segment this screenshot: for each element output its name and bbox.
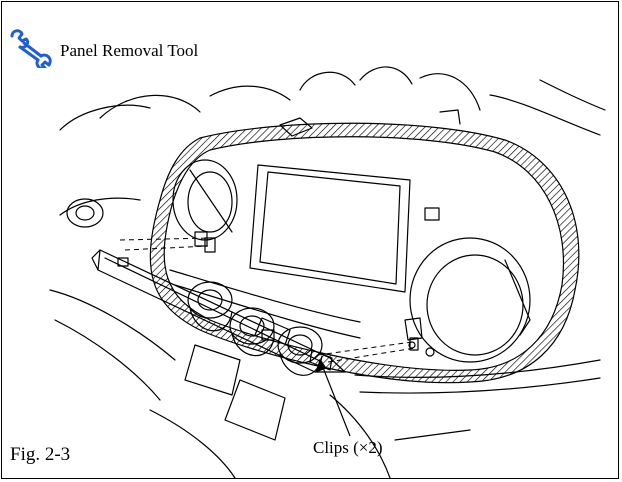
figure-number: Fig. 2-3 (10, 444, 71, 465)
clips-leader-arrowhead (315, 358, 327, 373)
clips-callout-label: Clips (×2) (313, 438, 383, 457)
clips-leader-line (319, 359, 351, 437)
bezel-ring-hatch (149, 122, 580, 384)
wrench-icon (10, 29, 52, 68)
tool-label: Panel Removal Tool (60, 41, 199, 60)
